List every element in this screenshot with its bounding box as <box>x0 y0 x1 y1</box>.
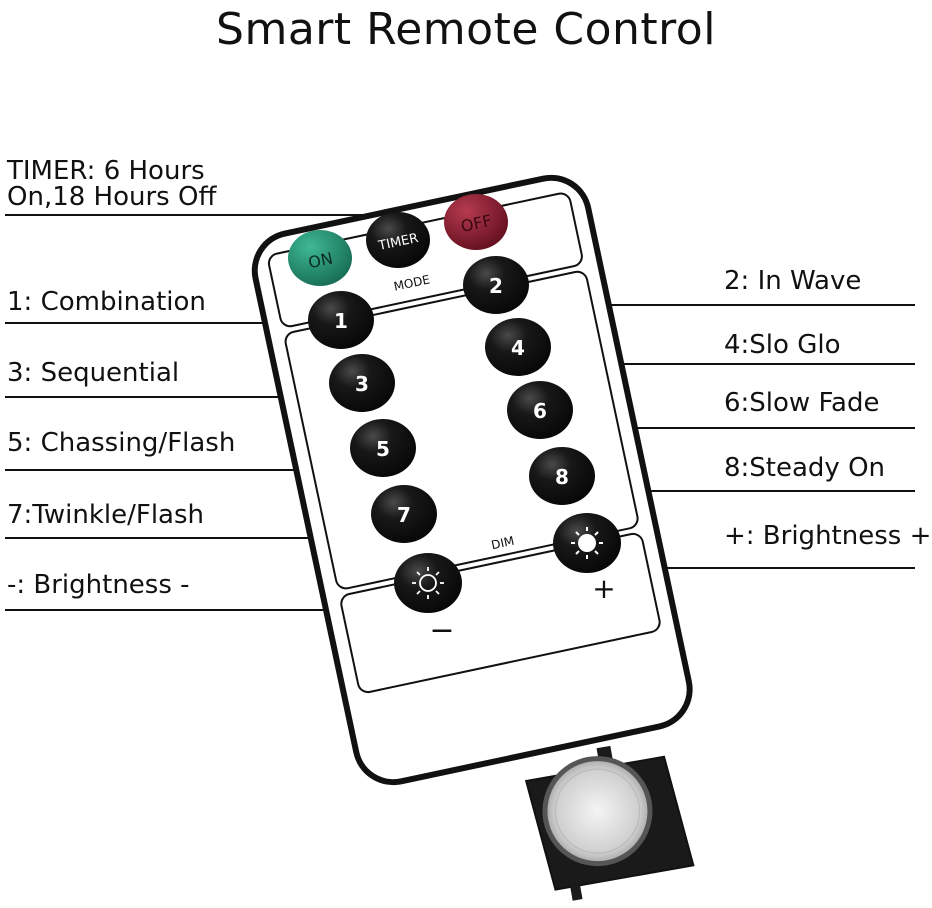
label-timer-line1: TIMER: 6 Hours <box>7 156 205 186</box>
sun-filled-icon <box>571 527 603 559</box>
dim-label: DIM <box>490 534 516 553</box>
label-slo-glo: 4:Slo Glo <box>724 330 841 360</box>
button-1-label: 1 <box>334 309 348 333</box>
button-8-label: 8 <box>555 465 569 489</box>
battery-tray <box>524 745 695 901</box>
label-steady-on: 8:Steady On <box>724 453 886 483</box>
label-brightness-plus: +: Brightness + <box>724 521 932 551</box>
label-slow-fade: 6:Slow Fade <box>724 388 880 418</box>
button-2[interactable]: 2 <box>463 256 529 314</box>
minus-symbol: − <box>429 613 454 648</box>
button-5-label: 5 <box>376 437 390 461</box>
label-brightness-minus: -: Brightness - <box>7 570 190 600</box>
mode-panel <box>284 270 639 590</box>
button-4-label: 4 <box>511 336 525 360</box>
button-4[interactable]: 4 <box>485 318 551 376</box>
coin-battery <box>547 761 648 862</box>
button-2-label: 2 <box>489 274 503 298</box>
on-button-label: ON <box>307 249 335 273</box>
button-1[interactable]: 1 <box>308 291 374 349</box>
button-6-label: 6 <box>533 399 547 423</box>
on-button[interactable]: ON <box>288 230 352 286</box>
button-7[interactable]: 7 <box>371 485 437 543</box>
button-3[interactable]: 3 <box>329 354 395 412</box>
label-sequential: 3: Sequential <box>7 358 180 388</box>
label-chassing: 5: Chassing/Flash <box>7 428 236 458</box>
label-timer-line2: On,18 Hours Off <box>7 182 217 212</box>
page-title: Smart Remote Control <box>216 4 716 55</box>
button-5[interactable]: 5 <box>350 419 416 477</box>
button-8[interactable]: 8 <box>529 447 595 505</box>
dim-panel <box>340 532 661 694</box>
label-twinkle: 7:Twinkle/Flash <box>7 500 205 530</box>
plus-symbol: + <box>592 572 615 605</box>
timer-button[interactable]: TIMER <box>366 212 430 268</box>
label-in-wave: 2: In Wave <box>724 266 862 296</box>
brightness-down-button[interactable] <box>394 553 462 613</box>
button-7-label: 7 <box>397 503 411 527</box>
button-3-label: 3 <box>355 372 369 396</box>
button-6[interactable]: 6 <box>507 381 573 439</box>
brightness-up-button[interactable] <box>553 513 621 573</box>
sun-outline-icon <box>412 567 444 599</box>
label-combination: 1: Combination <box>7 287 206 317</box>
off-button[interactable]: OFF <box>444 194 508 250</box>
